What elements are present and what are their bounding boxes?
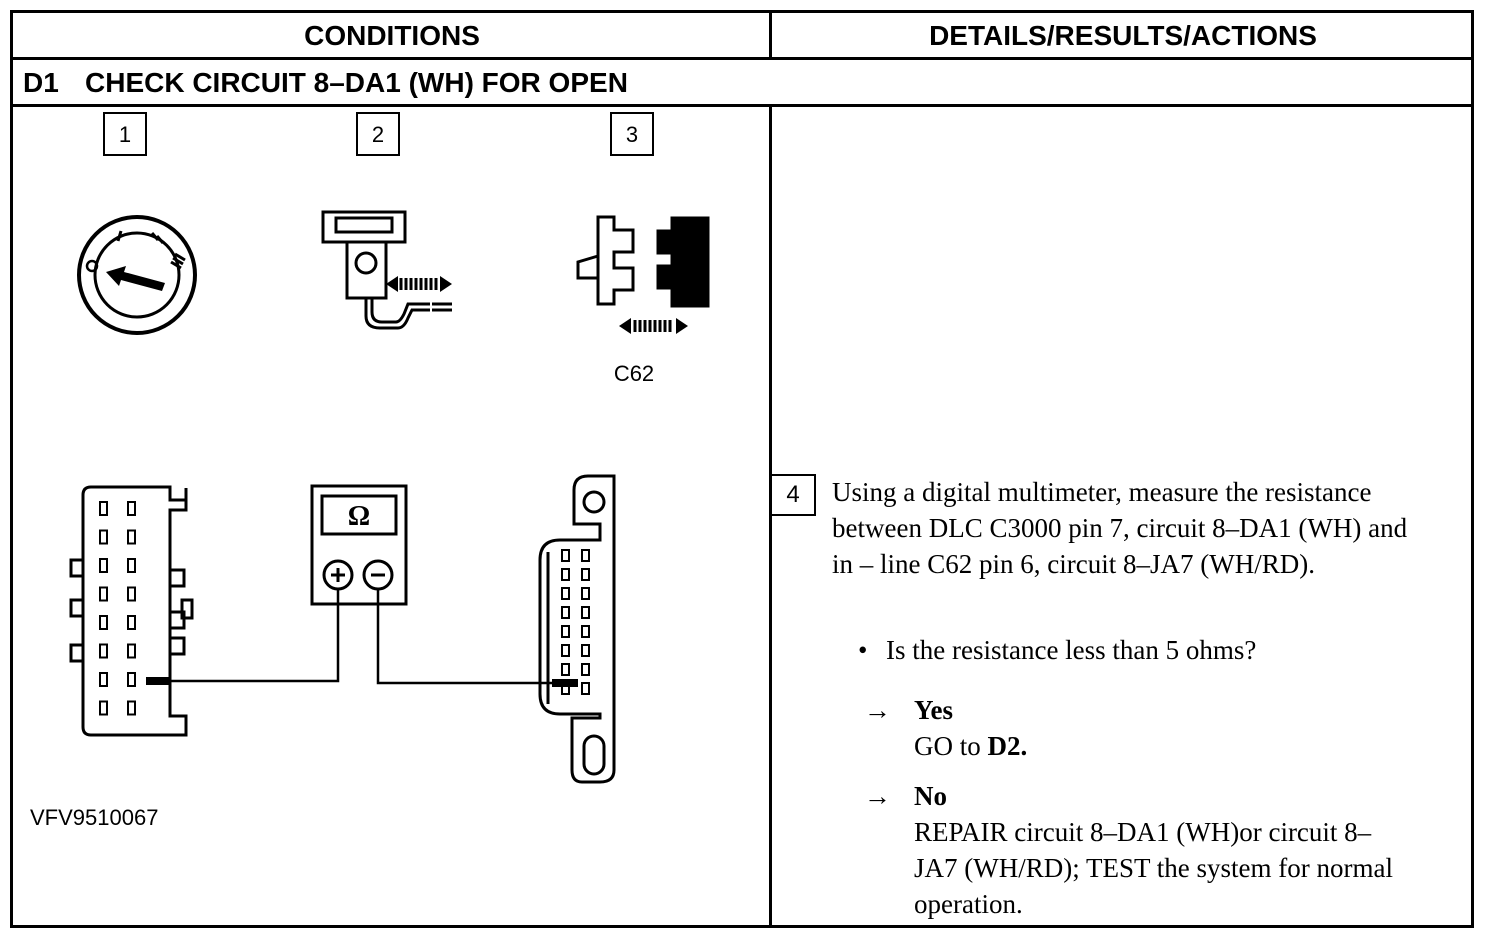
pin-cavity (127, 672, 136, 687)
pin-cavity (99, 586, 108, 602)
connector-dlc-pins (561, 549, 590, 695)
step-title: D1 CHECK CIRCUIT 8–DA1 (WH) FOR OPEN (23, 61, 628, 105)
pin-cavity (127, 529, 136, 545)
pin-cavity (561, 549, 570, 562)
yes-label: Yes (914, 695, 953, 725)
pin-cavity (581, 587, 590, 600)
connector-c62-pins (99, 501, 136, 716)
callout-box-1 (103, 112, 147, 156)
pin-cavity (99, 558, 108, 573)
no-action: REPAIR circuit 8–DA1 (WH)or circuit 8–JA… (914, 817, 1393, 919)
pin-cavity (127, 586, 136, 602)
connector-dlc-c3000 (538, 474, 616, 784)
pin-cavity (581, 549, 590, 562)
pin-cavity (561, 663, 570, 676)
yes-target: D2. (987, 731, 1028, 761)
pin-cavity (99, 529, 108, 545)
pin-cavity (581, 663, 590, 676)
pin-cavity (99, 501, 108, 516)
pin-cavity (561, 606, 570, 619)
callout-1: 1 (119, 122, 131, 147)
step-id: D1 (23, 67, 59, 98)
measurement-instruction: Using a digital multimeter, measure the … (832, 477, 1408, 579)
question-text: Is the resistance less than 5 ohms? (886, 635, 1257, 665)
ohm-symbol: Ω (348, 501, 370, 532)
pin-cavity (581, 606, 590, 619)
yes-action: GO to D2. (914, 731, 1028, 761)
pin-cavity (581, 625, 590, 638)
step-heading: CHECK CIRCUIT 8–DA1 (WH) FOR OPEN (85, 67, 628, 98)
resistance-question: • Is the resistance less than 5 ohms? (858, 632, 1418, 668)
probe-tips (146, 677, 578, 687)
step-number-box: 4 (770, 474, 816, 516)
pin-cavity (99, 672, 108, 687)
details-column-header: DETAILS/RESULTS/ACTIONS (929, 20, 1317, 51)
header-rule (13, 57, 1471, 60)
connector-c62-face (69, 485, 194, 737)
pin-cavity (99, 615, 108, 630)
diagnostic-procedure-table: CONDITIONS DETAILS/RESULTS/ACTIONS D1 CHE… (10, 10, 1474, 928)
step-title-rule (13, 104, 1471, 107)
pin-cavity (581, 568, 590, 581)
pin-cavity (127, 643, 136, 659)
pin-cavity (127, 700, 136, 716)
pin-cavity (581, 644, 590, 657)
pin-cavity (561, 625, 570, 638)
ignition-switch-icon (77, 215, 197, 335)
callout-box-2 (356, 112, 400, 156)
column-divider (769, 107, 772, 925)
callout-2: 2 (372, 122, 384, 147)
figure-id: VFV9510067 (30, 805, 158, 830)
battery-disconnect-icon (321, 210, 452, 330)
pin-cavity (581, 682, 590, 695)
pin-cavity (561, 568, 570, 581)
pin-cavity (561, 587, 570, 600)
callout-3: 3 (626, 122, 638, 147)
pin-cavity (99, 700, 108, 716)
pin-cavity (127, 615, 136, 630)
connector-c62-disconnect-icon (576, 215, 710, 334)
pin-cavity (561, 644, 570, 657)
no-label: No (914, 781, 947, 811)
pin-cavity (127, 501, 136, 516)
bullet: • (858, 635, 868, 665)
connector-c62-label: C62 (614, 361, 654, 386)
callout-box-3 (610, 112, 654, 156)
header-divider (769, 13, 772, 57)
test-leads (150, 589, 568, 685)
pin-cavity (99, 643, 108, 659)
pin-cavity (127, 558, 136, 573)
arrow-icon: → (864, 781, 891, 811)
arrow-icon: → (864, 695, 891, 725)
conditions-column-header: CONDITIONS (304, 20, 480, 51)
